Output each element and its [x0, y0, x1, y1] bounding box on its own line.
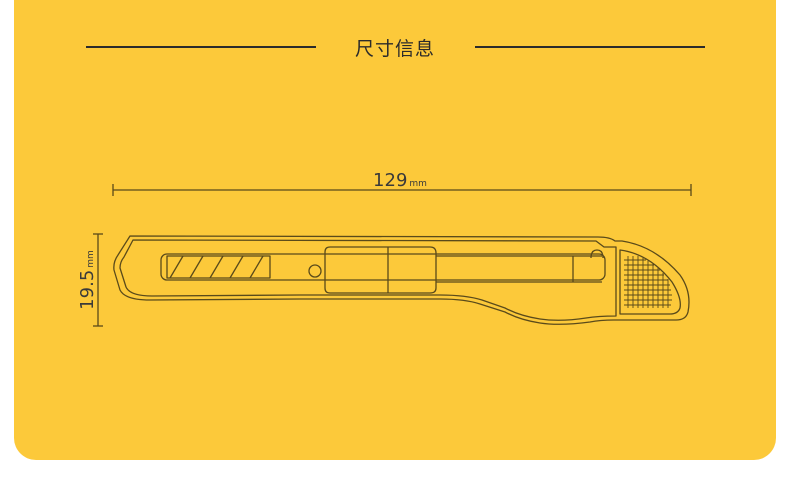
- yellow-panel: [14, 0, 776, 460]
- slider-button: [324, 246, 437, 294]
- grip-texture: [624, 256, 672, 308]
- end-cap-grip-outline: [619, 249, 681, 315]
- blade-score-4: [229, 255, 244, 279]
- blade-score-5: [249, 255, 264, 279]
- blade: [166, 255, 271, 279]
- blade-slot: [160, 253, 606, 281]
- title-left-rule: [86, 46, 316, 48]
- blade-score-3: [209, 255, 224, 279]
- blade-score-1: [169, 255, 184, 279]
- end-cap-notch: [590, 249, 604, 259]
- section-title: 尺寸信息: [354, 38, 435, 60]
- lock-dot: [308, 264, 322, 278]
- blade-score-2: [189, 255, 204, 279]
- length-value: 129: [373, 170, 408, 191]
- knife-body-inner: [119, 239, 617, 321]
- knife-body-outline: [113, 235, 690, 325]
- title-right-rule: [475, 46, 705, 48]
- length-unit: mm: [409, 179, 427, 189]
